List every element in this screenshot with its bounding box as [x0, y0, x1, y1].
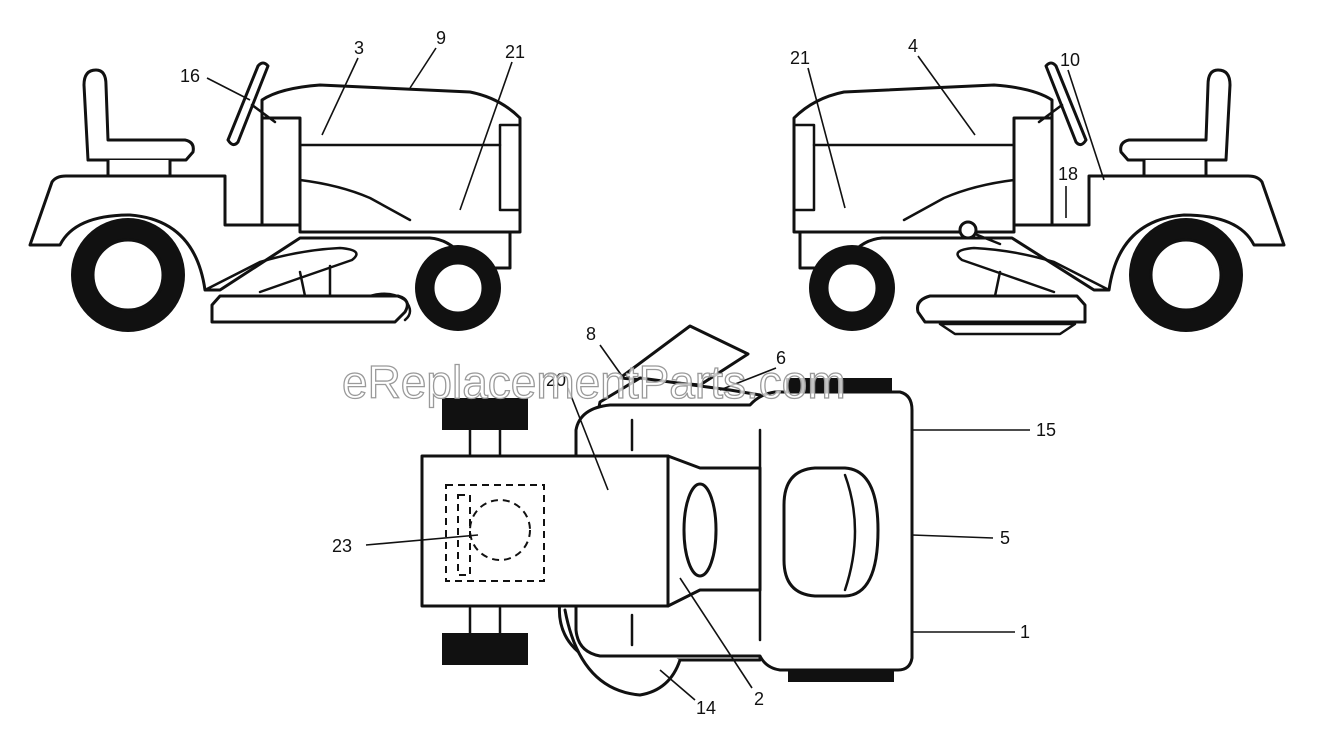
- rear-tire-top-lower: [442, 633, 528, 665]
- footrest-right: [956, 246, 1111, 294]
- callout-4: 4: [908, 36, 918, 56]
- deck-plate-right: [938, 322, 1077, 336]
- callout-21-right: 21: [790, 48, 810, 68]
- front-hub-left: [431, 261, 485, 315]
- seat-post-right: [1142, 158, 1208, 178]
- seat-back-right: [1119, 68, 1232, 162]
- leader-6: [719, 367, 777, 391]
- callout-21-left: 21: [505, 42, 525, 62]
- leader-21-right: [807, 67, 846, 209]
- rear-axle-upper: [468, 428, 502, 457]
- front-tire-top-upper: [786, 378, 892, 394]
- callout-16: 16: [180, 66, 200, 86]
- callout-10: 10: [1060, 50, 1080, 70]
- leader-9: [409, 47, 437, 89]
- grille-left: [498, 123, 522, 212]
- leader-21-left: [459, 61, 513, 211]
- rear-hub-left: [91, 238, 165, 312]
- seat-post-left: [106, 158, 172, 178]
- leader-lines: [206, 47, 1105, 701]
- leader-5: [911, 534, 994, 539]
- tractor-top-view: [420, 324, 914, 697]
- dash-panel-left: [260, 116, 302, 227]
- tractor-right-side-view: [792, 61, 1286, 336]
- deck-hanger-left: [298, 264, 332, 298]
- leader-23: [365, 534, 479, 546]
- tractor-left-side-view: [28, 61, 522, 332]
- rear-axle-lower: [468, 606, 502, 635]
- rear-fender-right: [798, 174, 1286, 292]
- steering-wheel-left: [226, 61, 270, 147]
- rear-tire-top-upper: [442, 398, 528, 430]
- footrest-left: [203, 246, 358, 294]
- leader-14: [659, 669, 696, 701]
- steering-column-left: [250, 103, 277, 124]
- front-hub-right: [825, 261, 879, 315]
- mower-deck-right: [916, 294, 1087, 324]
- callout-15: 15: [1036, 420, 1056, 440]
- grille-right: [792, 123, 816, 212]
- hood-top-crease: [843, 473, 857, 592]
- hood-top: [782, 466, 880, 598]
- mower-deck-left: [210, 294, 409, 324]
- leader-20: [567, 387, 609, 491]
- rear-fender-left: [28, 174, 512, 292]
- callout-1: 1: [1020, 622, 1030, 642]
- callout-20: 20: [546, 370, 566, 390]
- callout-3: 3: [354, 38, 364, 58]
- callout-8: 8: [586, 324, 596, 344]
- seat-back-left: [82, 68, 195, 162]
- hood-side-right: [902, 178, 1016, 222]
- lift-lever-right: [973, 232, 1002, 246]
- callout-labels: 16 3 9 21 21 4 10 18 8 6 20 15 5 1 23 2 …: [180, 28, 1080, 718]
- leader-2: [679, 577, 753, 689]
- leader-8: [599, 344, 623, 377]
- leader-4: [917, 55, 976, 136]
- deck-chute-left: [368, 292, 412, 322]
- leader-10: [1067, 69, 1105, 181]
- rear-hub-right: [1149, 238, 1223, 312]
- seat-outline-top: [445, 484, 545, 582]
- lift-lever-knob-right: [958, 220, 978, 240]
- callout-23: 23: [332, 536, 352, 556]
- callout-6: 6: [776, 348, 786, 368]
- leader-3: [321, 57, 359, 136]
- callout-2: 2: [754, 689, 764, 709]
- callout-14: 14: [696, 698, 716, 718]
- callout-5: 5: [1000, 528, 1010, 548]
- steering-wheel-right: [1044, 61, 1088, 147]
- callout-18: 18: [1058, 164, 1078, 184]
- watermark: eReplacementParts.com: [342, 356, 846, 408]
- callout-9: 9: [436, 28, 446, 48]
- hood-side-left: [298, 178, 412, 222]
- leader-16: [206, 77, 251, 101]
- dash-panel-right: [1012, 116, 1054, 227]
- steering-wheel-top: [682, 482, 718, 578]
- steering-column-right: [1037, 103, 1064, 124]
- seat-cushion-top: [469, 499, 531, 561]
- deck-hanger-right: [993, 270, 1002, 298]
